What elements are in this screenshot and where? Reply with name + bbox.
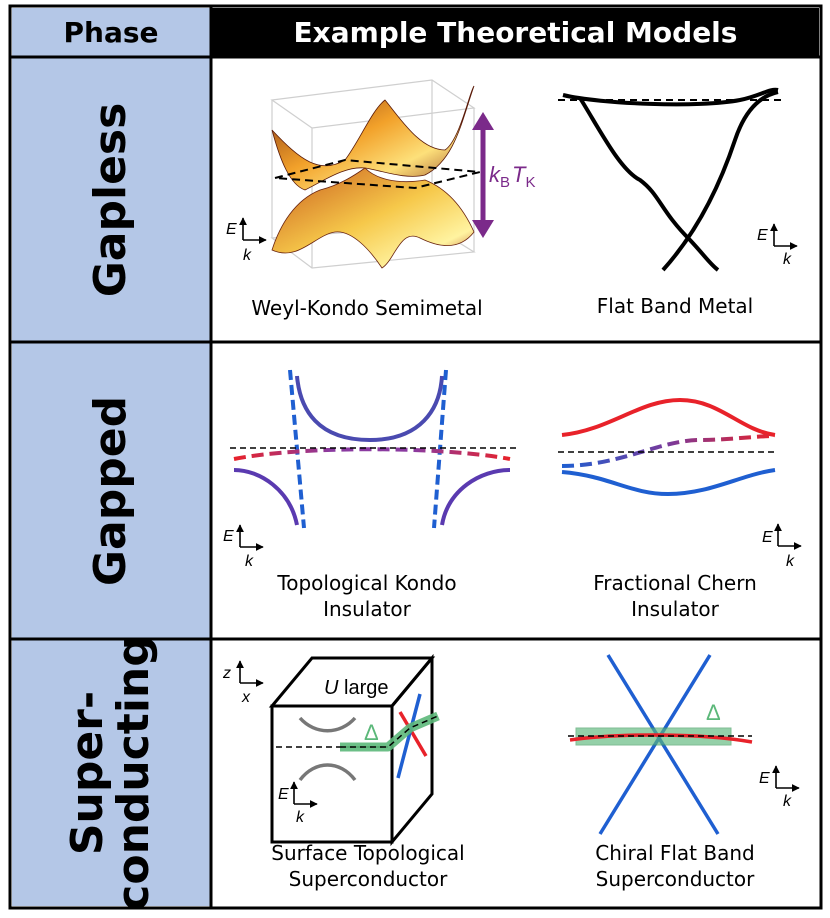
topological-kondo-diagram: [230, 369, 516, 529]
fractional-chern-diagram: [558, 397, 778, 497]
upper-band-curve: [295, 375, 444, 443]
caption-line: Weyl-Kondo Semimetal: [251, 296, 483, 320]
axis-momentum-label: k: [783, 793, 792, 810]
caption-chiral-flat-band-superconductor: Chiral Flat Band Superconductor: [540, 840, 810, 892]
z-x-axes: [236, 660, 264, 687]
axis-energy-label: E: [278, 786, 289, 803]
caption-line: Fractional Chern: [593, 571, 757, 595]
bulk-upper-band: [298, 716, 357, 733]
energy-momentum-axes: [239, 217, 267, 244]
upper-band-red: [561, 397, 776, 437]
weyl-lower-band: [271, 167, 475, 269]
lower-band-blue: [561, 468, 776, 497]
surface-tsc-diagram: U large Δ z x E k: [222, 653, 440, 847]
phase-cell-gapless: Gapless: [12, 58, 210, 341]
phase-cell-gapped: Gapped: [12, 343, 210, 638]
energy-momentum-axes: [236, 524, 264, 551]
caption-line: Topological Kondo: [277, 571, 457, 595]
caption-surface-topological-superconductor: Surface Topological Superconductor: [218, 840, 518, 892]
energy-momentum-axes: [772, 765, 800, 792]
caption-line: Superconductor: [595, 867, 755, 891]
crystal-cube: [268, 653, 436, 847]
energy-momentum-axes: [290, 781, 318, 808]
caption-line: Surface Topological: [271, 841, 465, 865]
cube-label: U large: [324, 677, 388, 699]
caption-line: Chiral Flat Band: [595, 841, 755, 865]
chiral-flat-band-sc-diagram: Δ E k: [568, 654, 800, 835]
phase-cell-superconducting: Super- conducting: [12, 635, 210, 911]
caption-line: Insulator: [631, 597, 719, 621]
flat-band-red: [569, 733, 753, 744]
surface-state-right: [432, 369, 448, 529]
energy-momentum-axes: [774, 523, 802, 550]
header-phase: Phase: [12, 8, 210, 56]
axis-momentum-label: k: [296, 809, 305, 826]
caption-line: Superconductor: [288, 867, 448, 891]
surface-state-left: [288, 369, 306, 529]
flat-band-metal-diagram: [558, 87, 786, 272]
bulk-lower-band: [298, 763, 357, 782]
chern-flat-band-dashed: [561, 434, 776, 468]
axis-energy-label: E: [759, 770, 770, 787]
kondo-scale-label: kBTK: [489, 162, 535, 191]
caption-weyl-kondo-semimetal: Weyl-Kondo Semimetal: [222, 295, 512, 321]
dispersive-band-right: [661, 90, 779, 272]
kondo-scale-arrow: [472, 112, 494, 238]
surface-cone-blue: [396, 693, 422, 779]
axis-z-label: z: [222, 665, 231, 682]
axis-energy-label: E: [223, 528, 234, 545]
gap-symbol: Δ: [364, 720, 379, 745]
weyl-upper-band: [271, 85, 475, 191]
flat-band: [562, 87, 779, 107]
table-frame: [8, 4, 823, 910]
dispersive-band-left: [578, 96, 720, 272]
caption-line: Flat Band Metal: [596, 294, 754, 318]
surface-cone-red: [398, 711, 428, 757]
caption-flat-band-metal: Flat Band Metal: [540, 293, 810, 319]
axis-momentum-label: k: [786, 553, 795, 570]
energy-momentum-axes: [770, 223, 798, 250]
caption-fractional-chern-insulator: Fractional Chern Insulator: [540, 570, 810, 622]
axis-momentum-label: k: [245, 553, 254, 570]
lower-band-left: [233, 468, 299, 526]
axis-momentum-label: k: [783, 251, 792, 268]
axis-momentum-label: k: [243, 247, 252, 264]
axis-x-label: x: [241, 689, 251, 706]
gap-symbol: Δ: [706, 700, 721, 725]
flat-band-dashed: [233, 447, 511, 461]
header-example-models: Example Theoretical Models: [212, 8, 819, 56]
axis-energy-label: E: [757, 227, 768, 244]
lower-band-right: [440, 468, 511, 526]
axis-energy-label: E: [762, 529, 773, 546]
caption-line: Insulator: [323, 597, 411, 621]
caption-topological-kondo-insulator: Topological Kondo Insulator: [222, 570, 512, 622]
weyl-kondo-diagram: kBTK E k: [226, 79, 535, 269]
axis-energy-label: E: [226, 221, 237, 238]
